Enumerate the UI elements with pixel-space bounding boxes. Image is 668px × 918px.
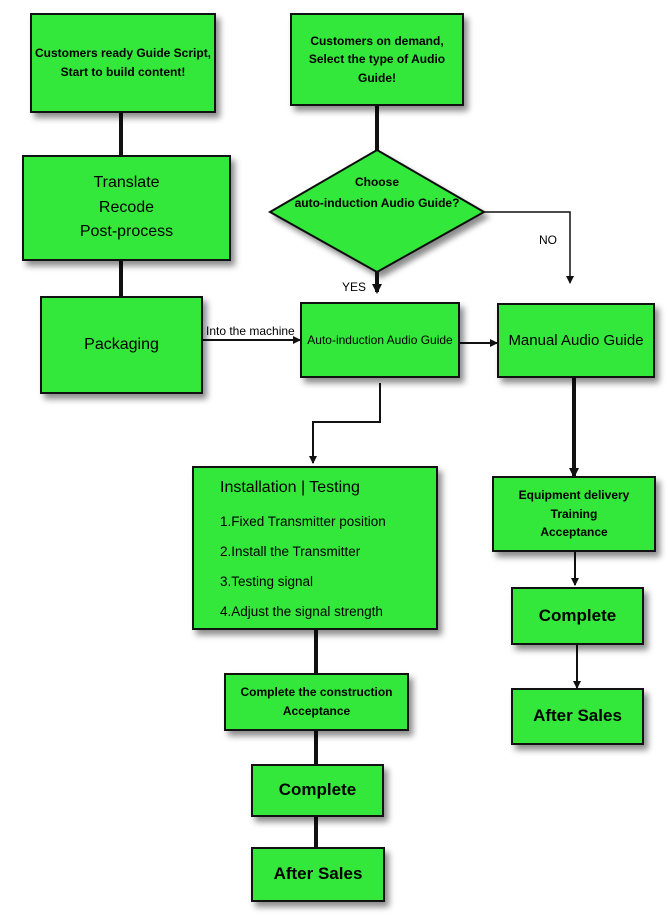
box-auto-induction: Auto-induction Audio Guide <box>300 302 460 378</box>
equipment-line-1: Equipment delivery <box>518 488 630 503</box>
manual-label: Manual Audio Guide <box>508 331 644 349</box>
equipment-line-3: Acceptance <box>540 525 608 540</box>
box-manual: Manual Audio Guide <box>497 303 655 378</box>
box-translate: Translate Recode Post-process <box>22 155 231 261</box>
on-demand-line-1: Customers on demand, <box>310 33 444 48</box>
box-after-sales-right: After Sales <box>511 688 644 745</box>
decision-line-2: auto-induction Audio Guide? <box>294 196 460 210</box>
label-no: NO <box>539 233 557 247</box>
after-sales-right-label: After Sales <box>533 706 622 726</box>
decision-line-1: Choose <box>354 175 399 189</box>
box-installation: Installation | Testing 1.Fixed Transmitt… <box>192 466 438 630</box>
equipment-line-2: Training <box>550 506 598 521</box>
installation-step-2: 2.Install the Transmitter <box>220 544 361 560</box>
after-sales-left-label: After Sales <box>273 864 363 884</box>
box-packaging: Packaging <box>40 296 203 394</box>
installation-step-3: 3.Testing signal <box>220 574 314 590</box>
auto-induction-label: Auto-induction Audio Guide <box>307 332 453 347</box>
arrow-auto-to-installation <box>309 383 381 464</box>
complete-right-label: Complete <box>538 605 617 625</box>
decision-text: Choose auto-induction Audio Guide? <box>280 172 474 214</box>
packaging-label: Packaging <box>84 335 159 353</box>
box-complete-right: Complete <box>511 587 644 645</box>
construction-line-2: Acceptance <box>282 704 351 718</box>
complete-left-label: Complete <box>278 780 357 800</box>
label-into-machine: Into the machine <box>206 324 295 338</box>
label-yes: YES <box>342 280 367 294</box>
box-construction: Complete the construction Acceptance <box>224 673 409 731</box>
box-complete-left: Complete <box>251 764 384 817</box>
arrow-choose-no <box>484 211 574 284</box>
installation-step-4: 4.Adjust the signal strength <box>220 604 383 620</box>
box-ready-script: Customers ready Guide Script, Start to b… <box>30 13 216 113</box>
translate-line-1: Translate <box>93 173 160 191</box>
ready-script-line-1: Customers ready Guide Script, <box>34 46 212 61</box>
box-after-sales-left: After Sales <box>251 847 385 902</box>
translate-line-3: Post-process <box>79 223 174 241</box>
translate-line-2: Recode <box>98 198 155 216</box>
installation-title: Installation | Testing <box>220 479 360 496</box>
installation-step-1: 1.Fixed Transmitter position <box>220 514 386 530</box>
box-equipment: Equipment delivery Training Acceptance <box>492 476 656 552</box>
construction-line-1: Complete the construction <box>240 685 393 700</box>
box-on-demand: Customers on demand, Select the type of … <box>290 13 464 106</box>
ready-script-line-2: Start to build content! <box>60 65 186 79</box>
on-demand-line-2: Select the type of Audio Guide! <box>308 52 446 85</box>
